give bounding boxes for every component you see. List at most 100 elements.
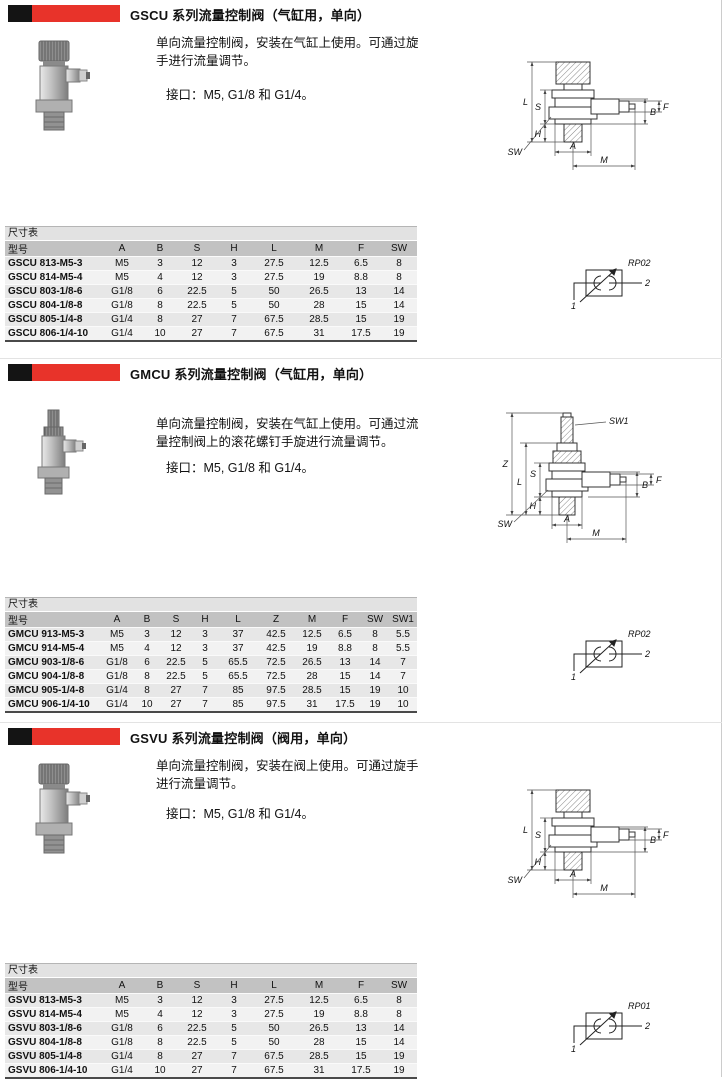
dim-label-L: L [517, 477, 522, 487]
symbol-port2: 2 [644, 649, 650, 659]
dim-label-F: F [656, 475, 662, 485]
symbol-ref-label: RP02 [628, 629, 651, 639]
value-cell: 7 [389, 655, 417, 670]
value-cell: 31 [297, 326, 341, 342]
column-header: M [297, 241, 341, 257]
value-cell: 13 [341, 284, 381, 299]
value-cell: 3 [217, 1007, 251, 1022]
value-cell: 7 [191, 683, 219, 698]
value-cell: 8 [381, 270, 417, 285]
model-cell: GSVU 805-1/4-8 [5, 1049, 101, 1064]
value-cell: 27 [161, 697, 191, 713]
value-cell: 8.8 [341, 1007, 381, 1022]
value-cell: 22.5 [177, 284, 217, 299]
value-cell: 15 [341, 1035, 381, 1050]
column-header: S [161, 612, 191, 628]
dim-label-SW: SW [508, 147, 524, 157]
column-header: A [101, 241, 143, 257]
value-cell: G1/8 [101, 669, 133, 684]
value-cell: 6 [143, 1021, 177, 1036]
value-cell: 12.5 [297, 256, 341, 271]
valve-photo-graphic [35, 40, 90, 131]
value-cell: G1/8 [101, 655, 133, 670]
dim-label-A: A [569, 141, 576, 151]
value-cell: M5 [101, 627, 133, 642]
value-cell: G1/8 [101, 298, 143, 313]
value-cell: 3 [217, 256, 251, 271]
value-cell: 15 [341, 298, 381, 313]
value-cell: 27 [177, 1063, 217, 1079]
value-cell: 28 [295, 669, 329, 684]
dim-label-S: S [535, 830, 541, 840]
value-cell: G1/8 [101, 1035, 143, 1050]
value-cell: 7 [217, 1049, 251, 1064]
value-cell: 14 [381, 1035, 417, 1050]
value-cell: 26.5 [297, 284, 341, 299]
value-cell: 50 [251, 1021, 297, 1036]
model-cell: GSCU 803-1/8-6 [5, 284, 101, 299]
section-title: GMCU 系列流量控制阀（气缸用，单向） [130, 367, 373, 382]
value-cell: 3 [143, 256, 177, 271]
dim-label-H: H [530, 501, 537, 511]
description: 单向流量控制阀，安装在气缸上使用。可通过流 量控制阀上的滚花螺钉手旋进行流量调节… [156, 415, 419, 451]
column-header: S [177, 978, 217, 994]
value-cell: 14 [381, 298, 417, 313]
product-photo [14, 407, 94, 512]
column-header: S [177, 241, 217, 257]
dim-label-H: H [535, 129, 542, 139]
flow-control-symbol: RP02 1 2 [571, 258, 651, 311]
value-cell: 15 [341, 1049, 381, 1064]
value-cell: 4 [133, 641, 161, 656]
column-header: Z [257, 612, 295, 628]
dimension-drawing: L S H SW A M B F [452, 778, 677, 943]
value-cell: 8 [143, 312, 177, 327]
model-cell: GSCU 806-1/4-10 [5, 326, 101, 342]
value-cell: 5 [191, 669, 219, 684]
value-cell: M5 [101, 1007, 143, 1022]
value-cell: 27.5 [251, 1007, 297, 1022]
dim-label-F: F [663, 102, 669, 112]
value-cell: 6.5 [341, 256, 381, 271]
value-cell: 10 [389, 683, 417, 698]
value-cell: 7 [217, 312, 251, 327]
value-cell: 42.5 [257, 641, 295, 656]
value-cell: 26.5 [295, 655, 329, 670]
column-header: L [251, 241, 297, 257]
value-cell: G1/4 [101, 312, 143, 327]
symbol-port1: 1 [571, 301, 576, 311]
pneumatic-symbol: RP02 1 2 [560, 627, 655, 688]
value-cell: 22.5 [161, 655, 191, 670]
value-cell: 28.5 [297, 1049, 341, 1064]
value-cell: 97.5 [257, 697, 295, 713]
value-cell: 7 [191, 697, 219, 713]
dimension-drawing: Z L S H SW SW1 A M B F [448, 411, 683, 616]
value-cell: 72.5 [257, 669, 295, 684]
pneumatic-symbol: RP01 1 2 [560, 999, 655, 1060]
header-black-block [8, 364, 32, 381]
value-cell: G1/8 [101, 284, 143, 299]
dim-label-M: M [592, 528, 600, 538]
value-cell: 6 [143, 284, 177, 299]
value-cell: 4 [143, 1007, 177, 1022]
value-cell: 7 [217, 1063, 251, 1079]
column-header: SW1 [389, 612, 417, 628]
value-cell: 72.5 [257, 655, 295, 670]
value-cell: 37 [219, 627, 257, 642]
value-cell: 8.8 [329, 641, 361, 656]
table-label: 尺寸表 [5, 226, 417, 240]
column-header: 型号 [5, 241, 101, 257]
value-cell: 22.5 [161, 669, 191, 684]
dim-label-B: B [650, 107, 656, 117]
dim-label-H: H [535, 857, 542, 867]
dim-label-L: L [523, 97, 528, 107]
symbol-ref-label: RP02 [628, 258, 651, 268]
model-cell: GSVU 813-M5-3 [5, 993, 101, 1008]
value-cell: G1/4 [101, 326, 143, 342]
symbol-port2: 2 [644, 1021, 650, 1031]
header-red-bar [32, 728, 120, 745]
column-header: B [133, 612, 161, 628]
